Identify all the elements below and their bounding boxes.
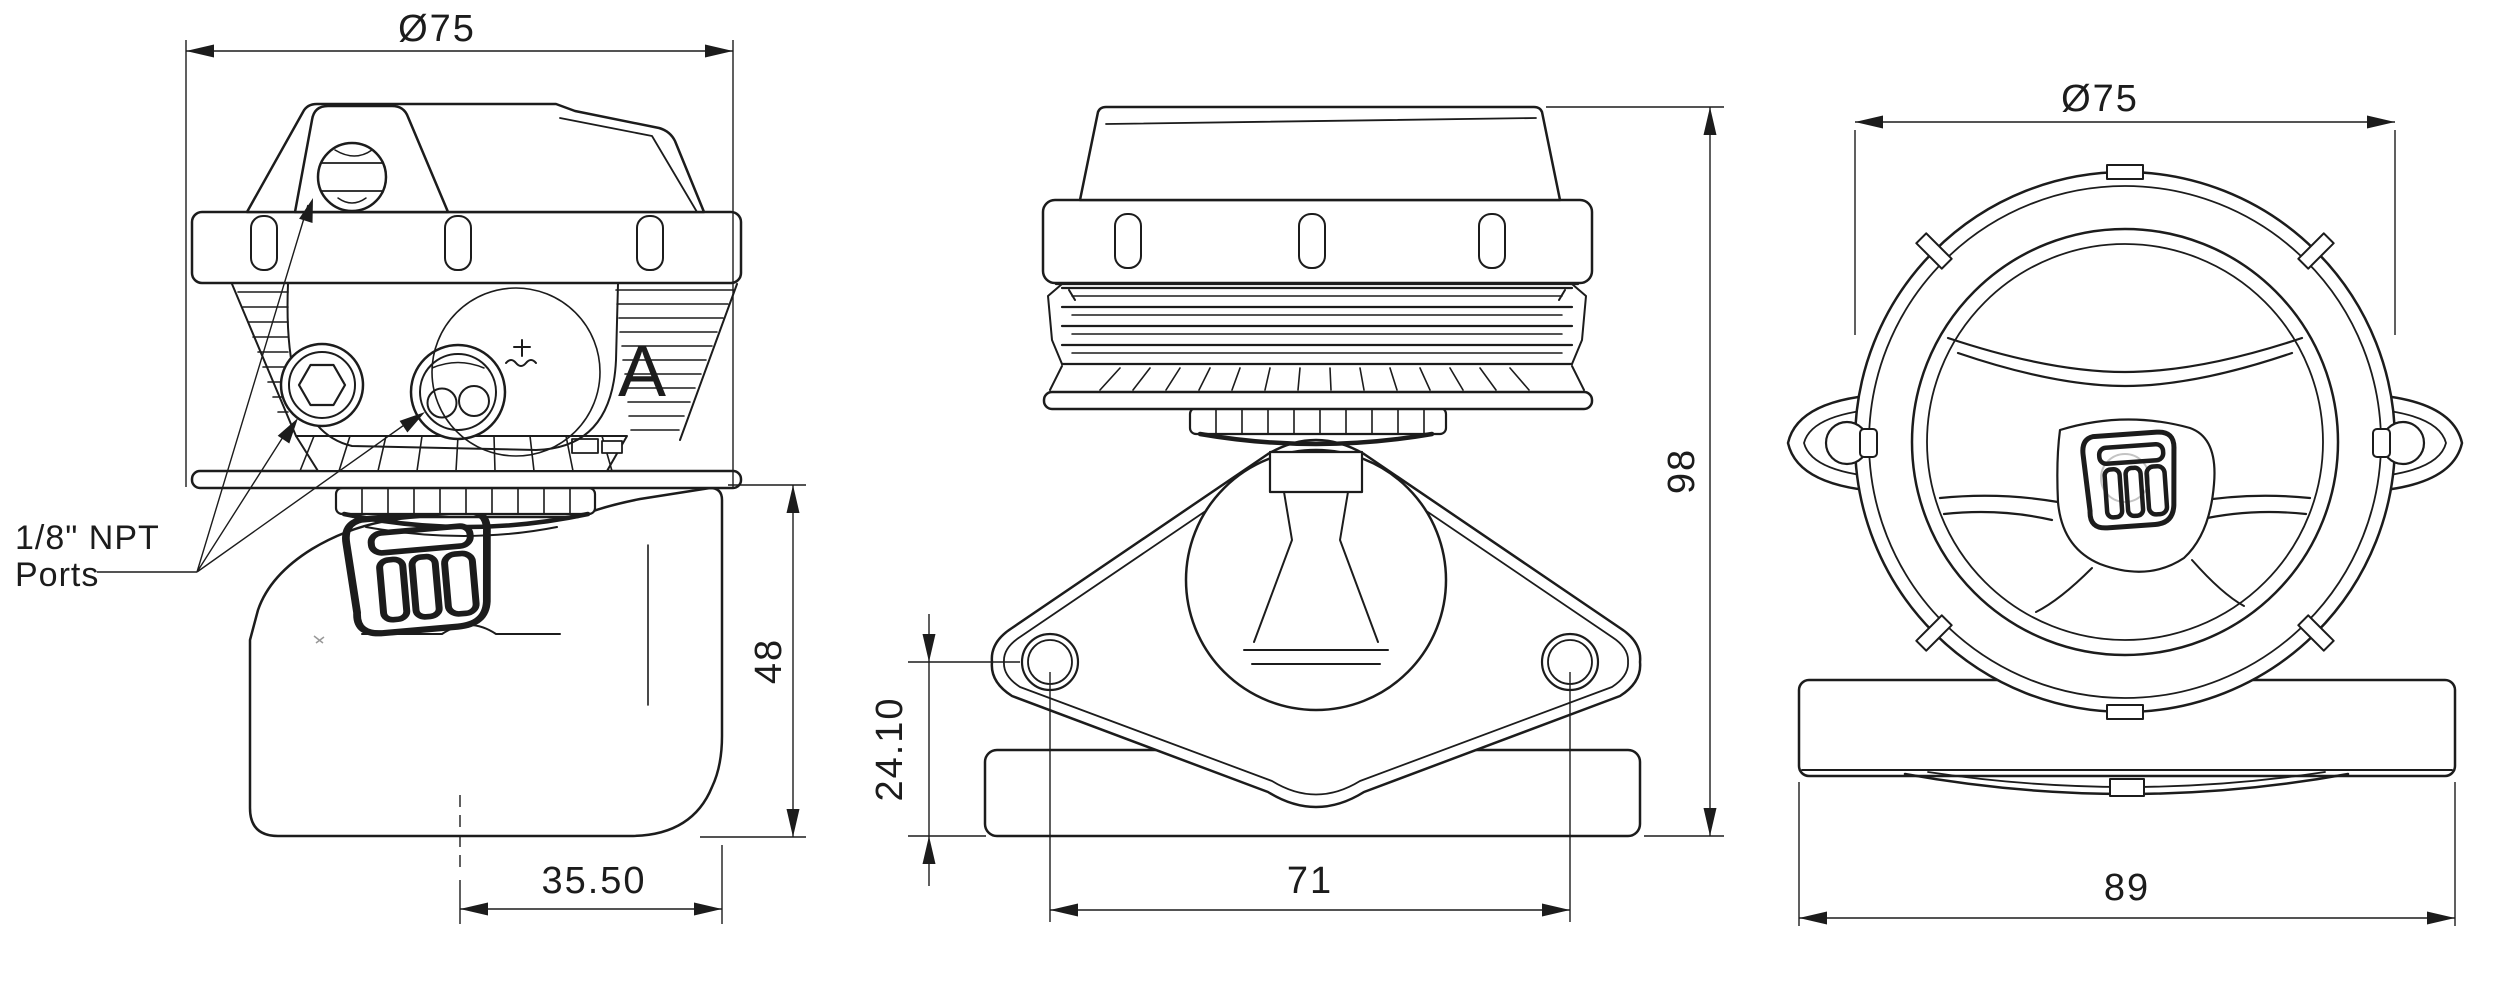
side-skirt <box>1049 365 1585 391</box>
dim-side-hole-height: 24.10 <box>869 614 1020 886</box>
dim-side-hole-spacing-text: 71 <box>1287 860 1333 902</box>
npt-ports-label-line2: Ports <box>15 556 99 594</box>
top-base <box>1797 678 2457 778</box>
top-rim-tabs <box>1915 164 2335 720</box>
dim-front-body-height-text: 48 <box>748 638 790 684</box>
front-locking-ring <box>190 210 743 285</box>
front-view: A 1/8" NPT Ports Ø75 <box>15 8 806 924</box>
side-collar <box>1188 406 1448 447</box>
dim-top-base-width-text: 89 <box>2104 867 2150 909</box>
front-collar <box>334 486 597 537</box>
side-valve-bore <box>1184 448 1448 712</box>
dim-side-hole-spacing: 71 <box>1049 672 1571 922</box>
coolant-symbol-icon <box>505 339 537 367</box>
side-locking-ring <box>1041 198 1594 285</box>
npt-ports-label-line1: 1/8" NPT <box>15 519 160 557</box>
detail-a-marker: A <box>431 287 666 457</box>
surface-mark-icon <box>313 635 325 644</box>
dim-top-diameter: Ø75 <box>1854 78 2396 335</box>
npt-port-icon <box>409 343 507 441</box>
front-castellation <box>295 435 628 472</box>
top-ear-holes <box>1824 420 2426 466</box>
detail-a-label: A <box>618 332 666 412</box>
top-lower-flange-arc <box>1903 771 2350 797</box>
side-bellows <box>1047 282 1587 366</box>
front-cap <box>245 102 706 214</box>
npt-ports-callout: 1/8" NPT Ports <box>15 198 425 594</box>
dim-side-overall-height-text: 98 <box>1661 448 1703 494</box>
front-lower-body <box>248 486 724 838</box>
dim-front-diameter: Ø75 <box>185 8 734 487</box>
top-view: Ø75 89 <box>1786 78 2464 926</box>
dim-front-body-height: 48 <box>700 484 806 838</box>
side-view: 24.10 71 98 <box>869 105 1724 922</box>
dim-side-overall-height: 98 <box>1546 106 1724 837</box>
dim-front-port-offset-text: 35.50 <box>541 860 646 902</box>
front-finned-section <box>231 283 738 451</box>
top-cap-disc <box>1853 164 2397 720</box>
dim-front-port-offset: 35.50 <box>459 795 723 924</box>
cap-port-hole-icon <box>316 141 388 213</box>
front-flange-plate <box>190 469 743 490</box>
side-flange-plate <box>1042 390 1594 411</box>
hex-plug-icon <box>279 342 365 428</box>
side-cap <box>1078 105 1562 202</box>
dim-top-diameter-text: Ø75 <box>2061 78 2139 120</box>
dim-side-hole-height-text: 24.10 <box>869 696 911 801</box>
dim-front-diameter-text: Ø75 <box>398 8 476 50</box>
dim-top-base-width: 89 <box>1798 782 2456 926</box>
